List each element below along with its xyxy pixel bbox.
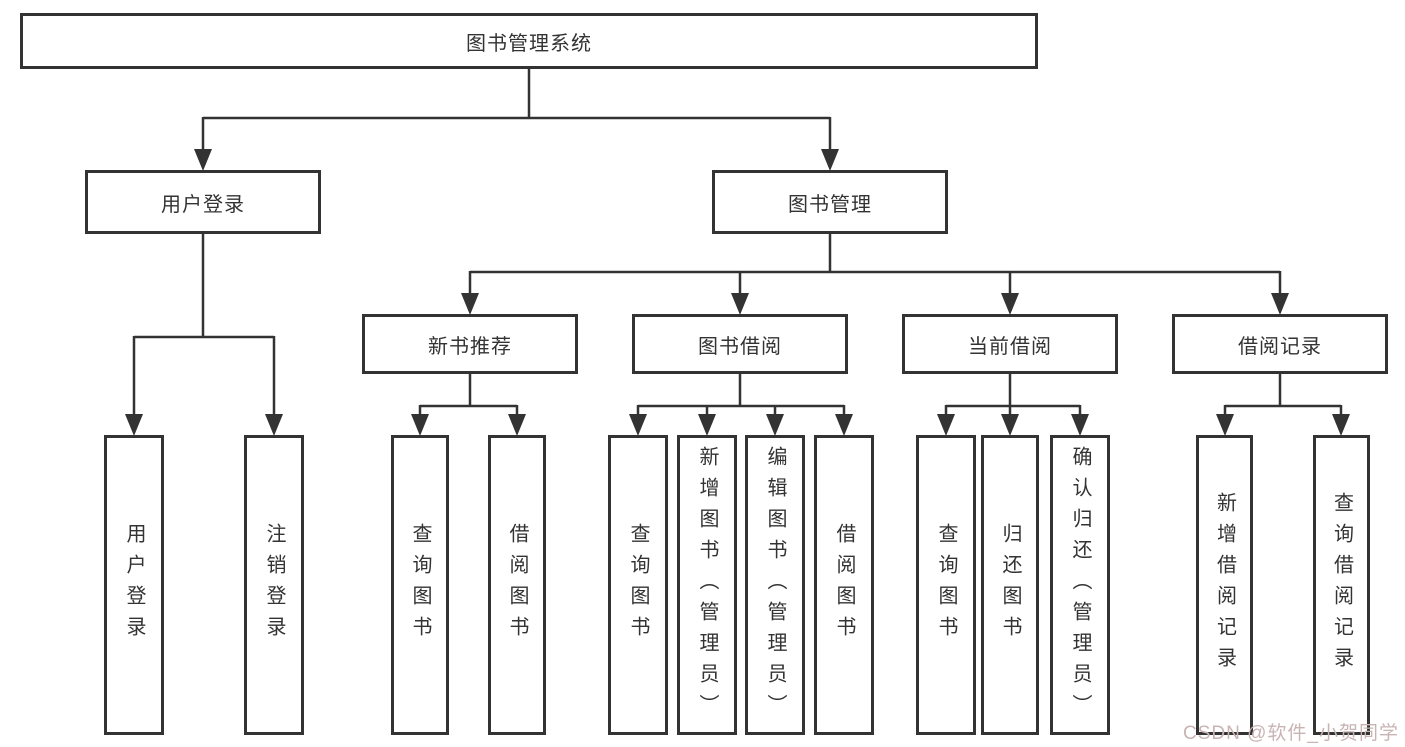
node-book-borrowing-label: 图书借阅 [698, 335, 782, 358]
leaf-bb-edit-books-admin: 编辑图书（管理员） [745, 435, 805, 735]
leaf-nb-query-books-label: 查询图书 [409, 523, 431, 647]
node-user-login: 用户登录 [85, 170, 321, 234]
node-new-book-recommend-label: 新书推荐 [428, 335, 512, 358]
node-book-management-label: 图书管理 [788, 193, 872, 216]
leaf-br-add-record: 新增借阅记录 [1196, 435, 1253, 735]
leaf-cb-query-books-label: 查询图书 [935, 523, 957, 647]
leaf-bb-borrow-books: 借阅图书 [814, 435, 874, 735]
node-book-borrowing: 图书借阅 [632, 314, 848, 374]
leaf-nb-query-books: 查询图书 [391, 435, 449, 735]
leaf-user-login-label: 用户登录 [123, 523, 145, 647]
leaf-bb-borrow-books-label: 借阅图书 [833, 523, 855, 647]
node-borrowing-records: 借阅记录 [1172, 314, 1388, 374]
node-new-book-recommend: 新书推荐 [362, 314, 578, 374]
leaf-nb-borrow-books: 借阅图书 [488, 435, 546, 735]
node-book-management: 图书管理 [712, 170, 948, 234]
node-current-borrowing-label: 当前借阅 [968, 335, 1052, 358]
leaf-cb-return-books-label: 归还图书 [999, 523, 1021, 647]
node-current-borrowing: 当前借阅 [902, 314, 1118, 374]
leaf-bb-query-books-label: 查询图书 [627, 523, 649, 647]
node-root-label: 图书管理系统 [466, 32, 592, 55]
leaf-cb-return-books: 归还图书 [981, 435, 1039, 735]
watermark: CSDN @软件_小贺同学 [1183, 723, 1399, 744]
leaf-br-query-record-label: 查询借阅记录 [1330, 492, 1353, 678]
leaf-cb-query-books: 查询图书 [916, 435, 976, 735]
leaf-br-query-record: 查询借阅记录 [1313, 435, 1370, 735]
leaf-logout-label: 注销登录 [263, 523, 285, 647]
leaf-bb-edit-books-admin-label: 编辑图书（管理员） [764, 445, 786, 725]
leaf-bb-add-books-admin: 新增图书（管理员） [677, 435, 737, 735]
leaf-logout: 注销登录 [244, 435, 304, 735]
leaf-nb-borrow-books-label: 借阅图书 [506, 523, 528, 647]
node-user-login-label: 用户登录 [161, 193, 245, 216]
leaf-user-login: 用户登录 [104, 435, 164, 735]
leaf-bb-query-books: 查询图书 [608, 435, 668, 735]
leaf-bb-add-books-admin-label: 新增图书（管理员） [696, 445, 718, 725]
leaf-br-add-record-label: 新增借阅记录 [1213, 492, 1236, 678]
leaf-cb-confirm-return-admin-label: 确认归还（管理员） [1069, 445, 1091, 725]
leaf-cb-confirm-return-admin: 确认归还（管理员） [1050, 435, 1110, 735]
node-root: 图书管理系统 [20, 13, 1038, 69]
node-borrowing-records-label: 借阅记录 [1238, 335, 1322, 358]
